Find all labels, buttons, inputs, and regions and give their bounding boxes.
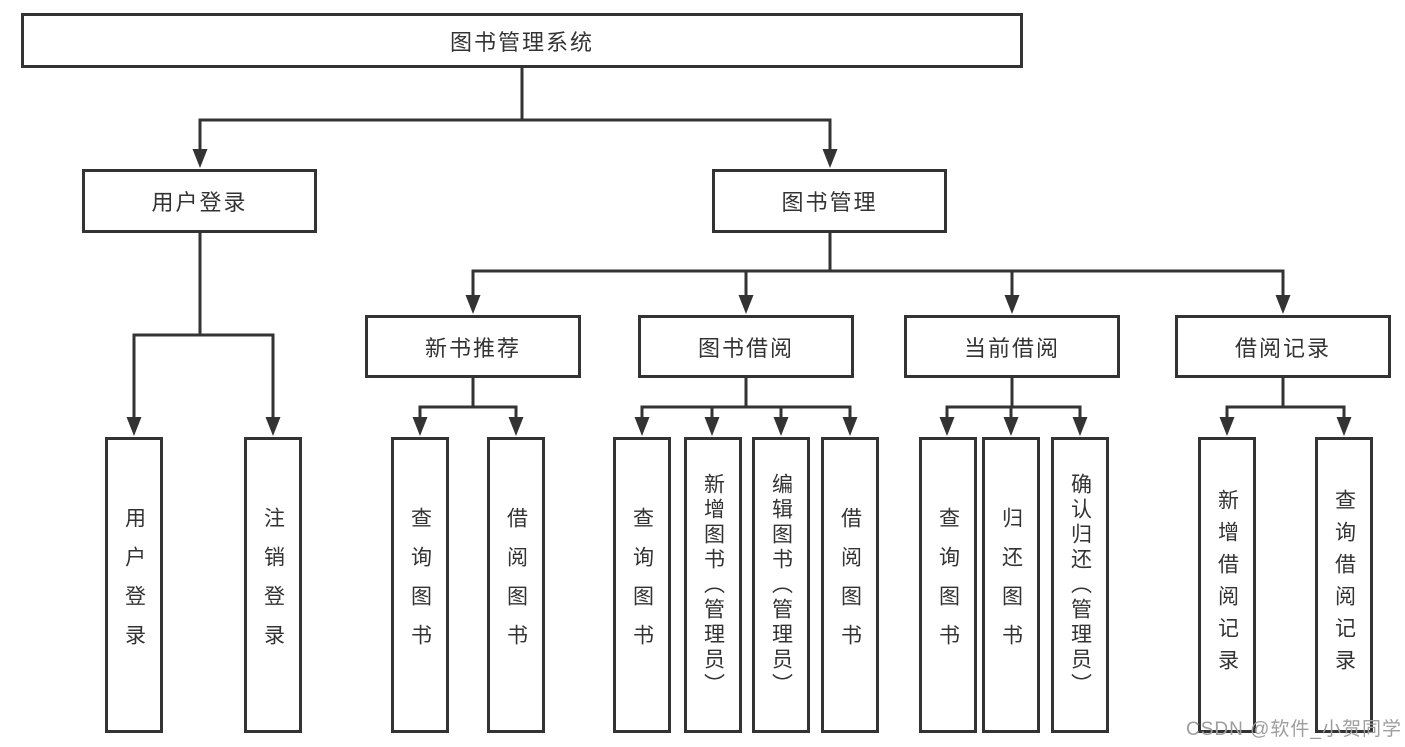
node-root-system: 图书管理系统 — [21, 13, 1023, 68]
arrow-head-icons — [126, 149, 1352, 436]
node-leaf-query-borrow-record: 查询借阅记录 — [1315, 437, 1373, 733]
node-book-borrow: 图书借阅 — [638, 315, 854, 378]
node-current-borrow: 当前借阅 — [904, 315, 1120, 378]
node-leaf-borrow-books-2: 借阅图书 — [821, 437, 879, 733]
node-leaf-query-books-3: 查询图书 — [919, 437, 977, 733]
node-leaf-add-borrow-record: 新增借阅记录 — [1198, 437, 1256, 733]
node-leaf-confirm-return-admin: 确认归还（管理员） — [1051, 437, 1109, 733]
node-leaf-query-books-1: 查询图书 — [391, 437, 449, 733]
node-leaf-edit-books-admin: 编辑图书（管理员） — [752, 437, 810, 733]
node-leaf-return-books: 归还图书 — [982, 437, 1040, 733]
node-borrow-records: 借阅记录 — [1175, 315, 1391, 378]
node-leaf-user-login: 用户登录 — [105, 437, 163, 733]
node-leaf-add-books-admin: 新增图书（管理员） — [684, 437, 742, 733]
node-leaf-query-books-2: 查询图书 — [613, 437, 671, 733]
node-leaf-logout: 注销登录 — [244, 437, 302, 733]
node-leaf-borrow-books-1: 借阅图书 — [487, 437, 545, 733]
csdn-watermark: CSDN @软件_小贺同学 — [1186, 719, 1402, 740]
node-new-book-recommend: 新书推荐 — [365, 315, 581, 378]
node-user-login: 用户登录 — [82, 169, 317, 233]
node-book-management: 图书管理 — [712, 169, 947, 233]
connector-lines — [132, 66, 1346, 419]
